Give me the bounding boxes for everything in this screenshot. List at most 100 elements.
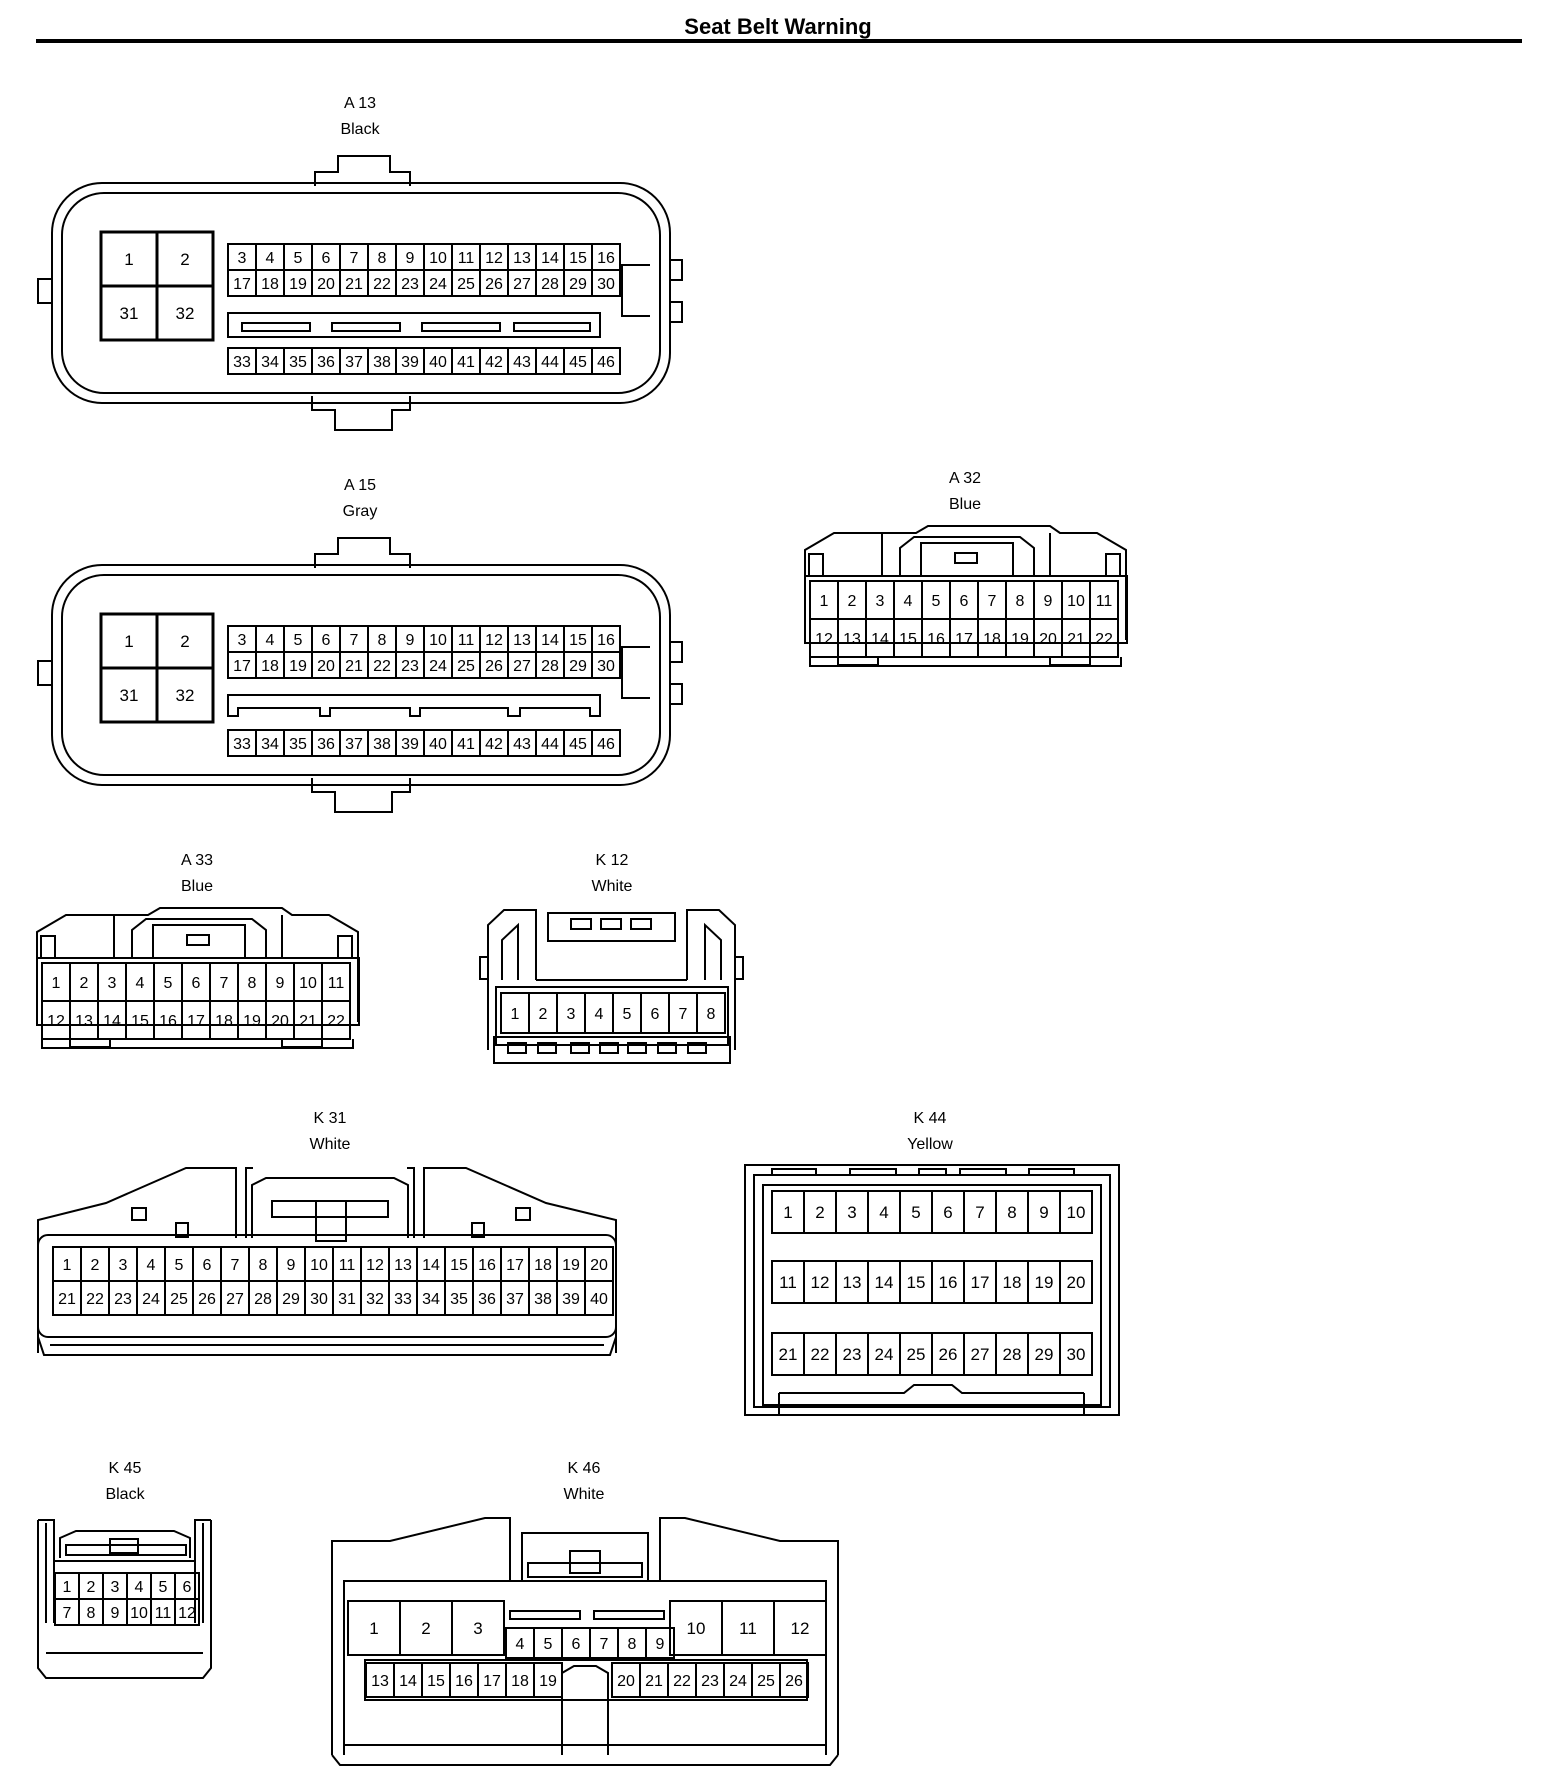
pin-number: 5 (159, 1579, 168, 1596)
pin-number: 45 (569, 354, 587, 371)
pin-number: 1 (124, 632, 133, 651)
pin-number: 42 (485, 354, 503, 371)
pin-number: 18 (215, 1013, 233, 1030)
pin-number: 7 (231, 1257, 240, 1274)
outline-shape (113, 915, 283, 958)
pin-number: 2 (848, 593, 857, 610)
pin-number: 32 (176, 304, 195, 323)
pin-number: 3 (108, 975, 117, 992)
outline-shape (45, 1523, 204, 1623)
pin-number: 9 (656, 1636, 665, 1653)
pin-number: 9 (1039, 1203, 1048, 1222)
pin-number: 20 (317, 276, 335, 293)
side-tab (40, 935, 56, 959)
side-tab (175, 1222, 189, 1238)
pin-cell (321, 1000, 351, 1040)
outline-shape (809, 657, 1122, 667)
pin-number: 40 (429, 736, 447, 753)
pin-number: 6 (960, 593, 969, 610)
outline-shape (899, 536, 1035, 576)
top-slot (918, 1168, 947, 1176)
pin-number: 29 (1035, 1345, 1054, 1364)
pin-number: 33 (233, 354, 251, 371)
pin-number: 7 (679, 1006, 688, 1023)
outline-shape (311, 778, 411, 813)
pin-number: 19 (243, 1013, 261, 1030)
pin-number: 32 (176, 686, 195, 705)
outline-shape (343, 1580, 827, 1755)
pin-number: 11 (458, 632, 475, 649)
foot (657, 1042, 677, 1054)
pin-number: 12 (47, 1013, 65, 1030)
latch-tab (954, 552, 978, 564)
pin-number: 5 (294, 632, 303, 649)
outline-shape (521, 1532, 649, 1581)
pin-number: 11 (739, 1619, 757, 1638)
pin-number: 7 (600, 1636, 609, 1653)
pin-number: 35 (450, 1291, 468, 1308)
pin-number: 24 (142, 1291, 160, 1308)
outline-shape (37, 1336, 617, 1356)
connector-body (804, 575, 1128, 644)
pin-number: 17 (971, 1273, 990, 1292)
pin-cell (696, 992, 726, 1034)
pin-number: 25 (757, 1673, 775, 1690)
pin-number: 2 (815, 1203, 824, 1222)
pin-number: 6 (322, 632, 331, 649)
pin-number: 1 (63, 1257, 72, 1274)
pin-number: 30 (597, 276, 615, 293)
pin-number: 5 (544, 1636, 553, 1653)
pin-number: 3 (473, 1619, 482, 1638)
foot (1049, 656, 1091, 666)
pin-number: 14 (399, 1673, 417, 1690)
pin-number: 16 (455, 1673, 473, 1690)
side-tab (37, 278, 53, 304)
pin-number: 16 (159, 1013, 177, 1030)
pin-number: 20 (617, 1673, 635, 1690)
connector-color: Blue (181, 878, 213, 895)
pin-number: 5 (623, 1006, 632, 1023)
connector-code: K 31 (314, 1110, 347, 1127)
pin-number: 25 (170, 1291, 188, 1308)
pin-number: 30 (1067, 1345, 1086, 1364)
pin-number: 25 (457, 276, 475, 293)
pin-number: 27 (513, 658, 531, 675)
pin-number: 20 (317, 658, 335, 675)
connector-color: Blue (949, 496, 981, 513)
latch-tab (630, 918, 652, 930)
pin-number: 11 (155, 1605, 172, 1622)
pin-cell (591, 729, 621, 757)
pin-number: 46 (597, 736, 615, 753)
pin-number: 19 (1035, 1273, 1054, 1292)
pin-number: 9 (276, 975, 285, 992)
pin-number: 4 (904, 593, 913, 610)
pin-number: 16 (478, 1257, 496, 1274)
pin-number: 11 (1096, 593, 1113, 610)
pin-number: 3 (567, 1006, 576, 1023)
pin-number: 37 (345, 354, 363, 371)
pin-number: 18 (1003, 1273, 1022, 1292)
pin-number: 21 (345, 276, 363, 293)
pin-number: 2 (180, 250, 189, 269)
pin-number: 15 (569, 632, 587, 649)
pin-number: 23 (401, 276, 419, 293)
pin-number: 7 (350, 632, 359, 649)
pin-number: 14 (103, 1013, 121, 1030)
pin-number: 16 (939, 1273, 958, 1292)
pin-number: 29 (282, 1291, 300, 1308)
pin-number: 39 (562, 1291, 580, 1308)
pin-number: 43 (513, 354, 531, 371)
pin-number: 24 (729, 1673, 747, 1690)
pin-number: 19 (539, 1673, 557, 1690)
pin-number: 8 (378, 250, 387, 267)
latch (152, 924, 246, 959)
pin-number: 2 (80, 975, 89, 992)
foot (537, 1042, 557, 1054)
pin-number: 12 (366, 1257, 384, 1274)
key-slot (421, 322, 501, 332)
pin-number: 25 (907, 1345, 926, 1364)
pin-number: 3 (876, 593, 885, 610)
